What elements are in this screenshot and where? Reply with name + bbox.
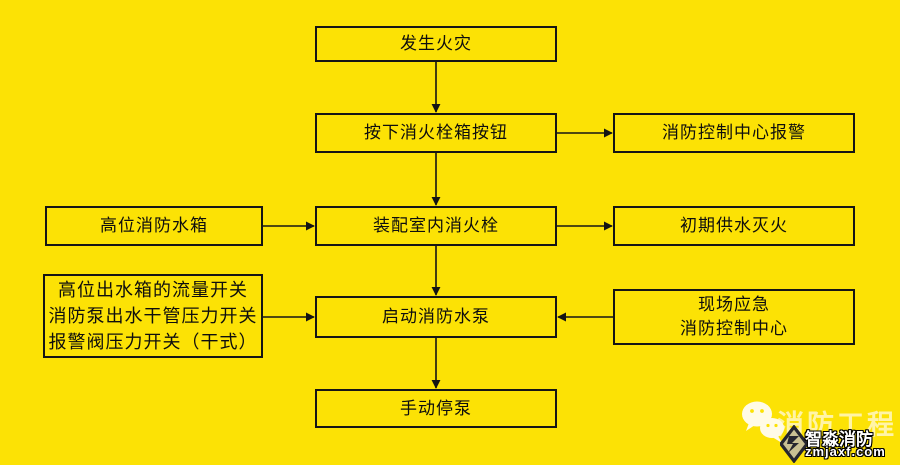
node-label: 启动消防水泵 (382, 307, 490, 326)
node-label-line: 报警阀压力开关（干式） (48, 332, 258, 352)
node-label-line: 消防控制中心 (680, 319, 788, 338)
flow-node-start-fire-pump: 启动消防水泵 (315, 296, 557, 338)
flow-node-fire-occurs: 发生火灾 (315, 26, 557, 62)
flow-node-initial-water-supply: 初期供水灭火 (613, 206, 855, 246)
node-label-line: 现场应急 (698, 295, 770, 314)
node-label: 高位消防水箱 (100, 216, 208, 235)
node-label: 初期供水灭火 (680, 216, 788, 235)
flow-node-control-center-alarm: 消防控制中心报警 (613, 113, 855, 153)
watermark-site-text: zmjaxf.com (805, 444, 886, 459)
node-label-line: 消防泵出水干管压力开关 (48, 306, 258, 326)
node-label: 按下消火栓箱按钮 (364, 123, 508, 142)
flow-node-assemble-indoor-hydrant: 装配室内消火栓 (315, 206, 557, 246)
node-label: 消防控制中心报警 (662, 123, 806, 142)
node-label: 发生火灾 (400, 34, 472, 53)
node-label: 手动停泵 (400, 398, 472, 418)
brand-diamond-logo (780, 425, 808, 463)
wechat-icon (742, 401, 784, 443)
node-label-line: 高位出水箱的流量开关 (58, 280, 248, 300)
flow-node-press-hydrant-button: 按下消火栓箱按钮 (315, 113, 557, 153)
flow-node-manual-pump-stop: 手动停泵 (315, 389, 557, 428)
flow-node-pump-start-switches: 高位出水箱的流量开关 消防泵出水干管压力开关 报警阀压力开关（干式） (43, 274, 263, 358)
flow-node-onsite-emergency: 现场应急 消防控制中心 (613, 289, 855, 345)
watermark-brand-text: 智淼消防 (805, 430, 873, 449)
node-label: 装配室内消火栓 (373, 216, 499, 235)
flow-node-high-level-tank: 高位消防水箱 (45, 206, 263, 246)
